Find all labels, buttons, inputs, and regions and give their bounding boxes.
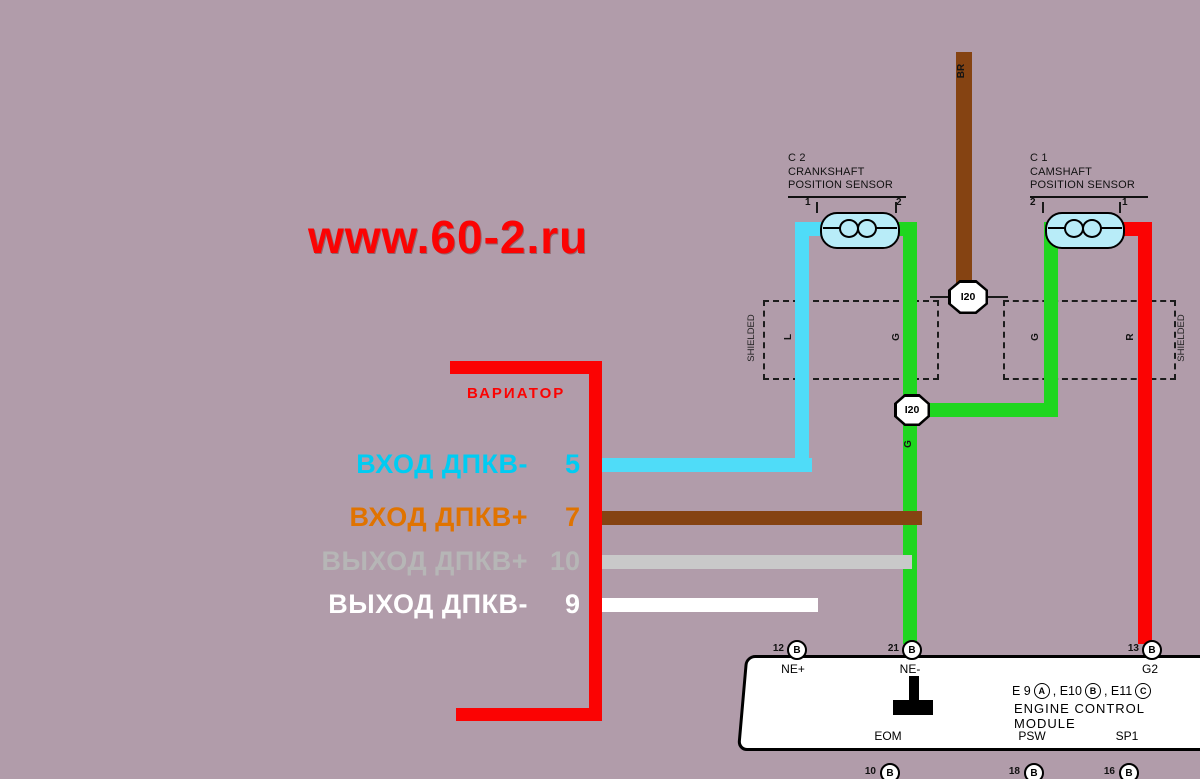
shielded-label-left: SHIELDED xyxy=(746,314,757,362)
ecm-pin-sp1-label: SP1 xyxy=(1115,729,1139,743)
camshaft-pin-left-tick xyxy=(1042,202,1044,213)
watermark: www.60-2.ru xyxy=(308,211,589,263)
variator-bracket-bottom xyxy=(456,708,602,721)
variator-pin-label-out-minus: ВЫХОД ДПКВ- xyxy=(328,589,528,619)
wire-color-label-g-right: G xyxy=(1030,333,1041,341)
ecm-pin-ne-plus-terminal: B xyxy=(787,640,807,660)
gray-wire-horizontal xyxy=(598,555,912,569)
crankshaft-pin-right-number: 2 xyxy=(896,197,902,208)
crankshaft-sensor-name-1: CRANKSHAFT xyxy=(788,165,865,178)
variator-pin-number-in-plus: 7 xyxy=(564,502,580,532)
ecm-pin-eom-terminal: B xyxy=(880,763,900,779)
crankshaft-pin-left-number: 1 xyxy=(805,197,811,208)
camshaft-pin-right-tick xyxy=(1119,202,1121,213)
camshaft-pin-left-number: 2 xyxy=(1030,197,1036,208)
crankshaft-sensor-code: C 2 xyxy=(788,152,806,164)
variator-bracket-right xyxy=(589,361,602,721)
ecm-pin-sp1-number: 16 xyxy=(1103,766,1115,777)
wire-color-label-r: R xyxy=(1125,333,1136,341)
connector-i20-mid: I20 xyxy=(894,394,930,426)
ecm-pin-ne-minus-terminal: B xyxy=(902,640,922,660)
ecm-title: ENGINE CONTROL MODULE xyxy=(1014,701,1145,731)
variator-pin-label-in-plus: ВХОД ДПКВ+ xyxy=(349,502,528,532)
brown-wire-horizontal xyxy=(598,511,922,525)
ecm-pin-eom-label: EOM xyxy=(874,729,902,743)
crankshaft-sensor-label: C 2 CRANKSHAFT POSITION SENSOR xyxy=(788,152,893,193)
ecm-pin-sp1-terminal: B xyxy=(1119,763,1139,779)
ecm-pin-g2-terminal: B xyxy=(1142,640,1162,660)
variator-title: ВАРИАТОР xyxy=(467,385,566,402)
ecm-code-e10-letter: B xyxy=(1084,683,1101,699)
cyan-wire-vertical xyxy=(795,222,809,472)
camshaft-pin-right-number: 1 xyxy=(1122,197,1128,208)
variator-pin-number-out-plus: 10 xyxy=(549,546,580,576)
wire-color-label-g-left: G xyxy=(891,333,902,341)
green-wire-cam xyxy=(1044,222,1058,417)
ecm-pin-psw-label: PSW xyxy=(1018,729,1046,743)
wire-color-label-br: BR xyxy=(956,63,967,79)
variator-pin-number-out-minus: 9 xyxy=(564,589,580,619)
green-wire-main xyxy=(903,222,917,644)
ecm-code-e11-letter: C xyxy=(1135,683,1152,699)
variator-pin-label-in-minus: ВХОД ДПКВ- xyxy=(356,449,528,479)
variator-pin-number-in-minus: 5 xyxy=(564,449,580,479)
ecm-code-e9: E 9 xyxy=(1012,684,1031,698)
ecm-pin-psw-terminal: B xyxy=(1024,763,1044,779)
sensor-coil-icon xyxy=(839,219,859,238)
crankshaft-sensor-name-2: POSITION SENSOR xyxy=(788,179,894,191)
ecm-pin-g2-number: 13 xyxy=(1127,643,1139,654)
ecm-pin-eom-number: 10 xyxy=(864,766,876,777)
shield-box-right xyxy=(1003,300,1176,380)
sensor-coil-icon xyxy=(1082,219,1102,238)
camshaft-sensor-code: C 1 xyxy=(1030,152,1048,164)
ecm-pin-psw-number: 18 xyxy=(1008,766,1020,777)
cyan-wire-jog xyxy=(795,222,827,236)
crankshaft-sensor xyxy=(820,212,900,249)
cyan-wire-horizontal xyxy=(598,458,812,472)
ecm-code-e9-letter: A xyxy=(1033,683,1050,699)
ground-base xyxy=(893,700,933,715)
connector-i20-top: I20 xyxy=(948,280,988,314)
connector-i20-mid-label: I20 xyxy=(896,396,928,424)
white-wire-horizontal xyxy=(598,598,818,612)
camshaft-sensor-label: C 1 CAMSHAFT POSITION SENSOR xyxy=(1030,152,1135,193)
green-wire-bridge xyxy=(903,403,1058,417)
brown-wire-vertical-br xyxy=(956,52,972,284)
ecm-pin-ne-plus-label: NE+ xyxy=(781,662,805,676)
variator-bracket-top xyxy=(450,361,602,374)
shield-box-left xyxy=(763,300,939,380)
ground-stem xyxy=(909,676,919,702)
camshaft-sensor xyxy=(1045,212,1125,249)
ecm-pin-ne-plus-number: 12 xyxy=(772,643,784,654)
connector-i20-top-label: I20 xyxy=(950,282,986,312)
ecm-connector-codes: E 9 A , E10 B , E11 C xyxy=(1012,683,1154,699)
camshaft-label-underline xyxy=(1030,196,1148,198)
ecm-pin-g2-label: G2 xyxy=(1141,662,1158,676)
shielded-label-right: SHIELDED xyxy=(1176,314,1187,362)
camshaft-sensor-name-2: POSITION SENSOR xyxy=(1030,179,1136,191)
sensor-coil-icon xyxy=(857,219,877,238)
crankshaft-label-underline xyxy=(788,196,906,198)
variator-pin-label-out-plus: ВЫХОД ДПКВ+ xyxy=(321,546,528,576)
ecm-pin-ne-minus-number: 21 xyxy=(887,643,899,654)
ecm-pin-ne-minus-label: NE- xyxy=(899,662,921,676)
crankshaft-pin-left-tick xyxy=(816,202,818,213)
crankshaft-pin-right-tick xyxy=(895,202,897,213)
red-wire-g2 xyxy=(1138,222,1152,644)
camshaft-sensor-name-1: CAMSHAFT xyxy=(1030,165,1093,178)
wire-color-label-l: L xyxy=(783,333,794,341)
sensor-coil-icon xyxy=(1064,219,1084,238)
ecm-code-e10: , E10 xyxy=(1052,684,1082,698)
wire-color-label-g-mid: G xyxy=(903,440,914,448)
ecm-code-e11: , E11 xyxy=(1103,684,1133,698)
